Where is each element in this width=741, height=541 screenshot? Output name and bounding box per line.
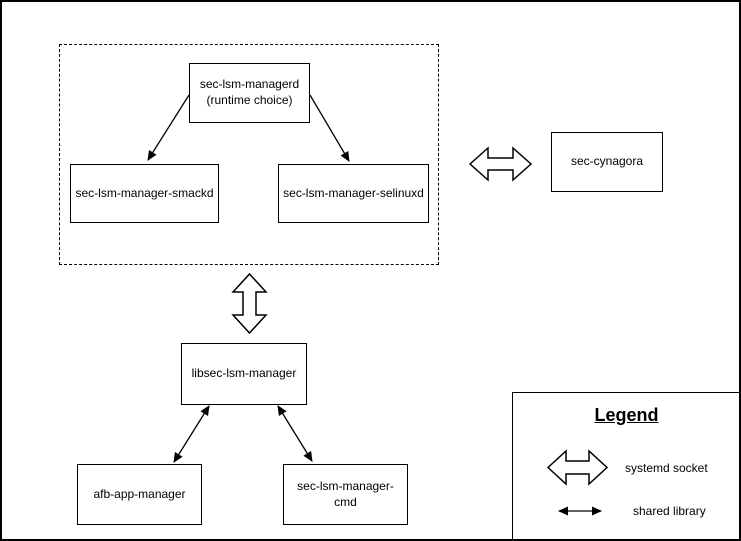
node-label: (runtime choice) <box>206 93 293 107</box>
node-label: sec-lsm-manager-cmd <box>297 478 394 509</box>
node-label: libsec-lsm-manager <box>191 366 297 381</box>
legend-item-label: shared library <box>633 504 706 518</box>
node-sec-cynagora: sec-cynagora <box>551 132 663 192</box>
systemd-socket-arrow-cynagora <box>468 146 533 182</box>
shared-library-edge-libsec-cmd <box>277 405 313 462</box>
node-label: sec-lsm-manager-selinuxd <box>283 185 424 200</box>
node-afb-app-manager: afb-app-manager <box>77 464 202 525</box>
node-sec-lsm-manager-selinuxd: sec-lsm-manager-selinuxd <box>278 164 429 223</box>
edge-managerd-selinuxd <box>309 94 350 162</box>
shared-library-arrow-icon <box>558 506 602 516</box>
node-sec-lsm-manager-smackd: sec-lsm-manager-smackd <box>70 164 219 223</box>
shared-library-edge-libsec-afb <box>173 405 210 463</box>
runtime-choice-group-outline <box>59 44 439 265</box>
node-label: sec-lsm-managerd <box>199 77 300 92</box>
node-label: afb-app-manager <box>93 486 186 501</box>
node-sec-lsm-manager-cmd: sec-lsm-manager-cmd <box>283 464 408 525</box>
node-libsec-lsm-manager: libsec-lsm-manager <box>181 343 307 405</box>
systemd-socket-arrow-libsec <box>231 272 268 335</box>
node-sec-lsm-managerd: sec-lsm-managerd (runtime choice) <box>189 63 310 123</box>
node-label: sec-cynagora <box>570 154 644 169</box>
legend-box: Legend systemd socket shared library <box>512 392 739 539</box>
legend-item-label: systemd socket <box>625 461 708 475</box>
legend-title: Legend <box>594 405 659 425</box>
edge-managerd-smackd <box>147 94 190 161</box>
node-label: sec-lsm-manager-smackd <box>75 185 214 200</box>
systemd-socket-arrow-icon <box>546 449 609 486</box>
